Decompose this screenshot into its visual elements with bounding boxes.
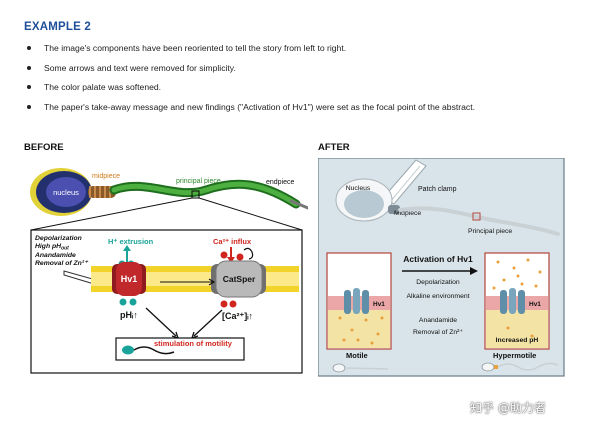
after-principal-piece-label: Principal piece: [468, 228, 512, 235]
after-nucleus-label: Nucleus: [346, 185, 371, 192]
condition-item: Removal of Zn²⁺: [413, 329, 463, 336]
midpiece-shape: [88, 186, 116, 198]
ca-influx-label: Ca²⁺ influx: [213, 237, 252, 246]
bullet-item: The color palate was softened.: [24, 82, 584, 102]
watermark: 知乎 @助力者: [470, 401, 546, 415]
bullet-item: The image's components have been reorien…: [24, 43, 584, 63]
patch-clamp-label: Patch clamp: [418, 186, 457, 193]
endpiece-label: endpiece: [266, 179, 295, 186]
nucleus-shape: [46, 177, 86, 207]
motile-label: Motile: [346, 351, 368, 360]
cai-label: [Ca²⁺]ᵢ↑: [222, 311, 253, 321]
condition-item: Depolarization: [416, 279, 460, 286]
condition-item: Removal of Zn²⁺: [35, 260, 89, 267]
page-title: EXAMPLE 2: [24, 21, 91, 33]
after-conditions-list: Depolarization Alkaline environment Anan…: [406, 279, 469, 336]
hv1-right-channel: [500, 288, 525, 314]
increased-ph-label: Increased pH: [496, 337, 539, 344]
catsper-channel: [211, 260, 266, 298]
hypermotile-sperm: [481, 362, 559, 372]
after-label: AFTER: [318, 142, 350, 153]
membrane-top: [91, 266, 299, 272]
motility-box: [115, 337, 245, 361]
after-midpiece-shape: [388, 205, 400, 214]
motile-sperm: [332, 363, 389, 373]
phi-label: pHᵢ↑: [120, 310, 138, 320]
hv1-channel: [112, 262, 146, 296]
hv1-right-label: Hv1: [529, 301, 541, 308]
midpiece-label: midpiece: [92, 173, 120, 180]
bullet-list: The image's components have been reorien…: [24, 43, 584, 121]
membrane-bottom: [91, 286, 299, 292]
zoom-box: [191, 190, 200, 199]
nucleus-label: nucleus: [53, 188, 79, 197]
hypermotile-label: Hypermotile: [493, 351, 536, 360]
hv1-label: Hv1: [121, 274, 138, 284]
after-figure: Patch clamp Nucleus Midpiece Principal p…: [318, 158, 565, 377]
arrow-ca-to-motility: [193, 309, 223, 337]
condition-item: Depolarization: [35, 235, 82, 242]
motility-label: stimulation of motility: [154, 339, 233, 348]
after-midpiece-label: Midpiece: [394, 210, 421, 217]
condition-item: High pHout: [35, 243, 69, 252]
bullet-item: The paper's take-away message and new fi…: [24, 102, 584, 122]
activation-label: Activation of Hv1: [403, 254, 473, 264]
h-extrusion-label: H⁺ extrusion: [108, 237, 154, 246]
principal-piece-label: principal piece: [176, 178, 221, 185]
zoom-lines: [30, 197, 303, 231]
hv1-left-label: Hv1: [373, 301, 385, 308]
bullet-item: Some arrows and text were removed for si…: [24, 63, 584, 83]
before-figure: nucleus midpiece principal piece endpiec…: [30, 168, 308, 374]
arrow-ph-to-motility: [145, 307, 177, 337]
condition-item: Anandamide: [34, 252, 76, 259]
before-label: BEFORE: [24, 142, 64, 153]
hv1-left-channel: [344, 288, 369, 314]
conditions-list: Depolarization High pHout Anandamide Rem…: [34, 235, 89, 267]
condition-item: Alkaline environment: [406, 293, 469, 300]
after-zoom-box: [472, 212, 481, 221]
condition-item: Anandamide: [419, 317, 457, 324]
catsper-label: CatSper: [223, 274, 256, 284]
